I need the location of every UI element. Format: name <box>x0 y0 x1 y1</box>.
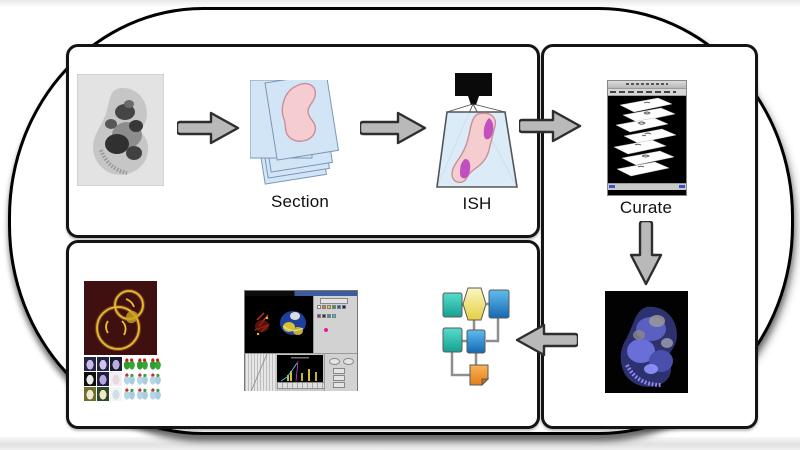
arrow-right-3 <box>519 109 582 143</box>
embryo-3d-reconstruction <box>605 291 688 393</box>
camera-icon <box>455 73 492 105</box>
thumbnail-grid-photos <box>84 357 122 401</box>
arrow-right-1 <box>177 111 240 145</box>
analysis-window-titlebar <box>245 291 357 296</box>
magenta-dot <box>324 328 328 332</box>
curation-window-titlebar <box>608 81 686 89</box>
page-bottom-gradient <box>0 437 800 450</box>
section-slides <box>250 80 340 185</box>
analysis-software-window <box>244 290 358 391</box>
expression-map-image <box>84 281 157 355</box>
analysis-3d-canvas <box>245 296 313 353</box>
ish-label: ISH <box>462 194 492 213</box>
embryo-photo <box>77 74 164 186</box>
ish-imaging <box>436 73 518 188</box>
curation-window-statusbar <box>608 183 686 190</box>
analysis-controls-panel <box>324 354 357 391</box>
analysis-table-panel <box>245 354 275 391</box>
arrow-down <box>629 221 663 286</box>
database-schema-icon <box>442 287 510 386</box>
thumbnail-grid-mapped <box>123 357 161 401</box>
analysis-histogram-panel <box>274 354 325 391</box>
curation-slide-stack-canvas <box>608 96 686 183</box>
curate-label: Curate <box>619 198 673 217</box>
arrow-right-2 <box>360 111 427 145</box>
curation-software-window <box>607 80 687 196</box>
page-top-gradient <box>0 0 800 7</box>
curation-window-menubar <box>608 89 686 96</box>
arrow-left <box>515 323 578 357</box>
analysis-color-panel <box>313 296 357 353</box>
section-label: Section <box>270 192 330 211</box>
